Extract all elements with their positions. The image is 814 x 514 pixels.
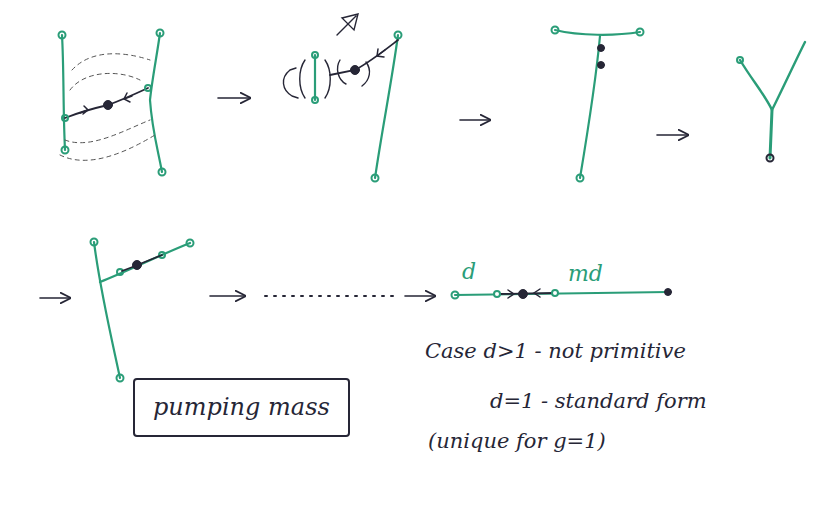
note-text: pumping mass	[153, 394, 330, 420]
handwritten-note: Case d>1 - not primitive	[425, 340, 686, 363]
handwritten-note: d	[462, 260, 476, 284]
handwritten-note: (unique for g=1)	[428, 430, 606, 453]
handwritten-note: d=1 - standard form	[490, 390, 707, 413]
boxed-note: pumping mass	[133, 378, 350, 437]
handwritten-note: md	[568, 262, 603, 286]
